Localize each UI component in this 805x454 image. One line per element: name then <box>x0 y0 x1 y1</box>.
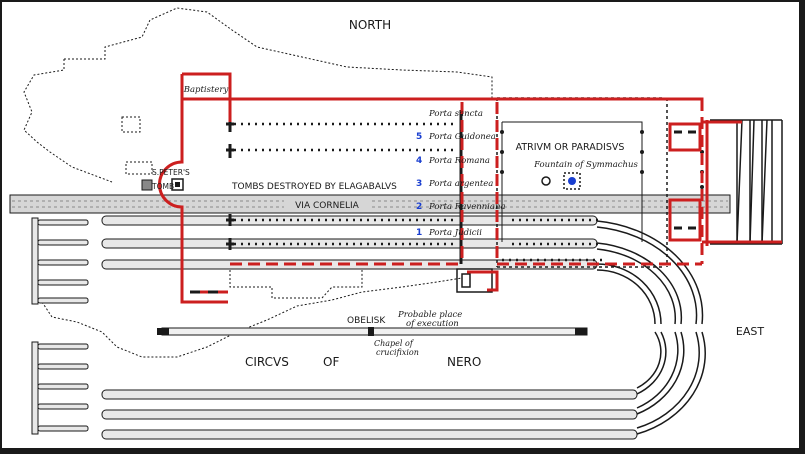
porta-5-name: Porta Guidonea <box>428 132 496 142</box>
circus-south-tracks <box>101 389 638 440</box>
porta-1-name: Porta Judicii <box>428 228 482 238</box>
circus-spina <box>161 327 588 336</box>
portae-labels: Porta sancta 5 Porta Guidonea 4 Porta Ro… <box>416 109 506 238</box>
st-peters-tomb-label-2: TOMB <box>151 182 174 191</box>
porta-3-name: Porta argentea <box>428 179 493 189</box>
nave-dotted-columns <box>121 116 153 175</box>
south-gatehouse <box>456 268 493 293</box>
porta-4-number: 4 <box>416 156 422 166</box>
east-label: EAST <box>736 325 764 338</box>
chapel-label-1: Chapel of <box>374 339 415 348</box>
circus-word-3: NERO <box>447 355 481 369</box>
st-peters-tomb-label-1: S.PETER'S <box>152 168 190 177</box>
old-basilica-dashed-outline <box>230 99 704 266</box>
spina-end-east <box>575 328 587 335</box>
new-basilica-dotted-outline <box>23 7 493 358</box>
carceres-north <box>31 217 89 305</box>
tombs-label: TOMBS DESTROYED BY ELAGABALVS <box>231 182 397 192</box>
carceres-south <box>31 341 89 435</box>
baptistery-box <box>184 78 228 96</box>
via-cornelia-label-bg <box>284 198 369 210</box>
execution-label-1: Probable place <box>397 310 462 320</box>
via-cornelia-label: VIA CORNELIA <box>295 201 360 211</box>
execution-label-2: of execution <box>406 319 459 329</box>
entrance-steps <box>710 119 783 245</box>
chapel-label-2: crucifixion <box>376 348 419 357</box>
atrium-label: ATRIVM OR PARADISVS <box>516 142 625 153</box>
porta-2-number: 2 <box>416 202 422 212</box>
obelisk-marker <box>368 327 374 336</box>
porta-3-number: 3 <box>416 179 422 189</box>
nave-column-ends <box>226 118 234 250</box>
baptistery-label: Baptistery <box>183 85 229 95</box>
st-peters-tomb <box>141 178 184 191</box>
porta-2-name: Porta Ravenniana <box>428 202 506 212</box>
porta-4-name: Porta Romana <box>428 156 490 166</box>
atrium-red-towers <box>467 120 782 292</box>
circus-word-1: CIRCVS <box>245 355 289 369</box>
via-cornelia-texture <box>12 200 728 208</box>
obelisk-label: OBELISK <box>347 316 386 326</box>
north-label: NORTH <box>349 18 391 32</box>
porta-1-number: 1 <box>416 228 422 238</box>
circus-north-tracks <box>101 215 598 270</box>
circus-word-2: OF <box>323 355 339 369</box>
atrium-inner-walls <box>501 121 643 242</box>
tower-interior <box>190 130 696 294</box>
porta-0-name: Porta sancta <box>428 109 483 119</box>
circus-curved-end <box>596 220 706 435</box>
fountain-of-symmachus <box>541 172 581 190</box>
spina-end-west <box>157 328 169 335</box>
sacristy-dotted-outline <box>229 266 363 299</box>
fountain-label: Fountain of Symmachus <box>533 160 638 170</box>
via-cornelia-road <box>9 194 731 214</box>
nave-colonnades <box>234 122 602 262</box>
porta-5-number: 5 <box>416 132 422 142</box>
